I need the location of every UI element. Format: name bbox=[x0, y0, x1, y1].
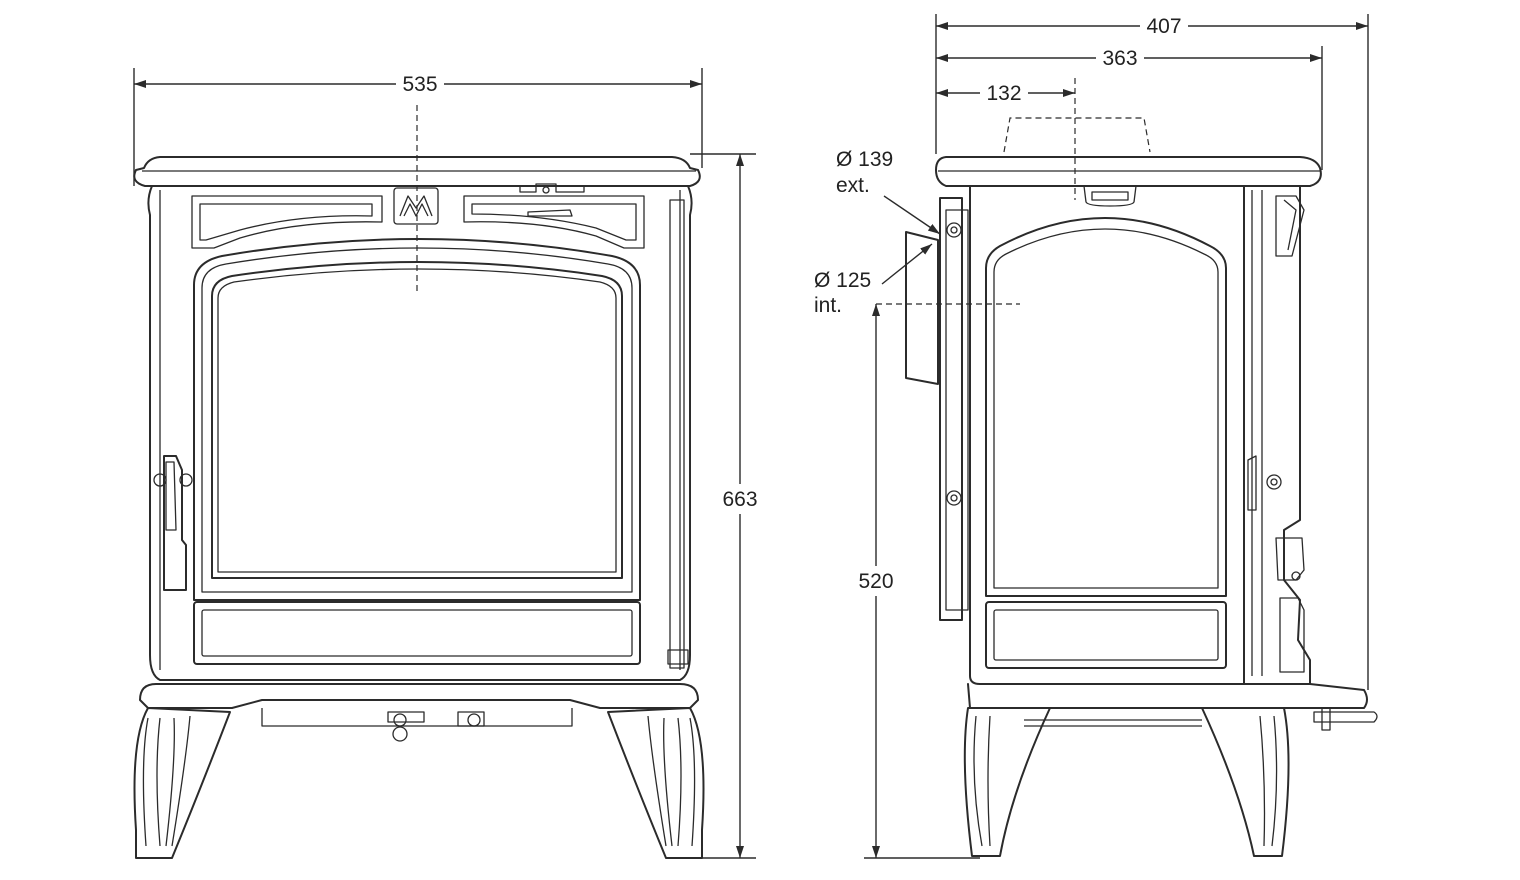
side-flue-collar-dashed bbox=[1003, 117, 1151, 153]
front-right-ornament bbox=[463, 195, 645, 249]
side-flue-offset-label: 132 bbox=[986, 82, 1021, 105]
side-rear-leg bbox=[963, 707, 1051, 857]
front-view bbox=[133, 105, 705, 859]
side-front-profile bbox=[1243, 185, 1311, 685]
side-flue-pipe bbox=[905, 231, 939, 385]
flue-internal-leader bbox=[881, 243, 933, 285]
side-air-lever bbox=[1313, 711, 1378, 723]
side-body-outline bbox=[969, 185, 1245, 685]
flue-external-leader bbox=[883, 195, 941, 235]
front-left-leg bbox=[133, 707, 231, 859]
front-door-handle bbox=[163, 455, 187, 591]
front-top-plate bbox=[133, 156, 701, 187]
front-width-label: 535 bbox=[402, 73, 437, 96]
front-ash-panel bbox=[193, 601, 641, 665]
side-total-depth-label: 407 bbox=[1146, 15, 1181, 38]
side-door-panel bbox=[985, 217, 1227, 597]
front-door-frame bbox=[193, 238, 641, 601]
flue-external-suffix: ext. bbox=[836, 174, 870, 197]
flue-internal-suffix: int. bbox=[814, 294, 842, 317]
side-view bbox=[876, 78, 1378, 857]
side-dimensions: 407 363 132 520 Ø 139 ext. Ø 125 int. bbox=[814, 12, 1369, 859]
side-body-depth-label: 363 bbox=[1102, 47, 1137, 70]
front-glass-panel bbox=[211, 261, 623, 579]
side-base bbox=[967, 683, 1368, 709]
flue-internal-diameter-label: Ø 125 bbox=[814, 269, 871, 292]
side-ash-panel bbox=[985, 601, 1227, 669]
side-top-plate bbox=[935, 156, 1322, 187]
front-air-control bbox=[519, 183, 585, 193]
side-flue-height-label: 520 bbox=[858, 570, 893, 593]
flue-external-diameter-label: Ø 139 bbox=[836, 148, 893, 171]
side-front-leg bbox=[1201, 707, 1290, 857]
front-left-ornament bbox=[191, 195, 383, 249]
front-right-leg bbox=[607, 707, 705, 859]
side-top-handle bbox=[1083, 185, 1137, 207]
front-dimensions: 535 663 bbox=[133, 68, 768, 859]
brand-logo-badge bbox=[393, 187, 439, 225]
front-body-outline bbox=[147, 185, 693, 681]
front-height-label: 663 bbox=[722, 488, 757, 511]
front-base bbox=[139, 683, 699, 709]
